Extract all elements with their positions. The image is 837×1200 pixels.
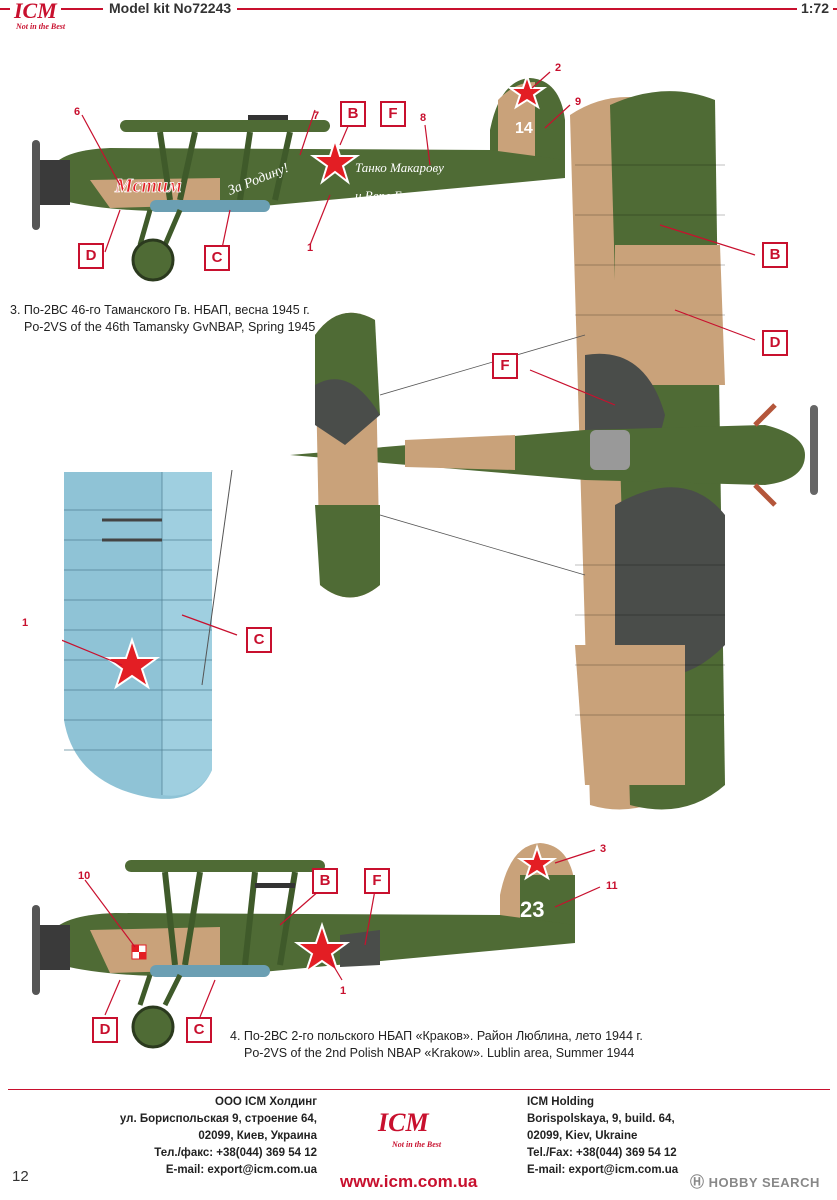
inscription-3: и Вере Белик!: [355, 188, 430, 203]
caption-3-ru: 3. По-2ВС 46-го Таманского Гв. НБАП, вес…: [10, 303, 310, 317]
watermark-text: HOBBY SEARCH: [708, 1175, 820, 1190]
tail-star: [506, 72, 548, 110]
plan-callout-f: F: [492, 353, 518, 379]
lower-wing: [150, 200, 270, 212]
watermark-icon: Ⓗ: [690, 1174, 705, 1190]
propeller-plan: [810, 405, 818, 495]
underside-callout-c: C: [246, 627, 272, 653]
upper-wing-4: [125, 860, 325, 872]
address-ru-line: 02099, Киев, Украина: [198, 1130, 317, 1142]
callout-2: 2: [555, 62, 562, 74]
fuselage-slogan: Мстим: [114, 175, 182, 197]
address-ru-line: E-mail: export@icm.com.ua: [165, 1164, 317, 1176]
callout-1-b: 1: [340, 985, 347, 997]
address-ru: ООО ICM Холдинг ул. Бориспольская 9, стр…: [120, 1094, 317, 1179]
footer-logo: ICM: [378, 1108, 429, 1137]
wheel-4: [131, 1005, 175, 1049]
caption-4-ru: 4. По-2ВС 2-го польского НБАП «Краков». …: [230, 1029, 643, 1043]
callout-f-4: F: [364, 868, 390, 894]
callout-10: 10: [78, 870, 91, 882]
plan-callout-d: D: [762, 330, 788, 356]
callout-c-4: C: [186, 1017, 212, 1043]
upper-wing: [120, 120, 330, 132]
page-number: 12: [12, 1168, 29, 1185]
propeller: [32, 140, 40, 230]
caption-3: 3. По-2ВС 46-го Таманского Гв. НБАП, вес…: [10, 302, 315, 336]
plan-callout-b: B: [762, 242, 788, 268]
star-insignia: [309, 136, 361, 185]
address-en: ICM Holding Borispolskaya, 9, build. 64,…: [527, 1094, 678, 1179]
caption-4-en: Po-2VS of the 2nd Polish NBAP «Krakow». …: [244, 1046, 635, 1060]
callout-d-4: D: [92, 1017, 118, 1043]
callout-9: 9: [575, 96, 582, 108]
callout-b-4: B: [312, 868, 338, 894]
side-profile-3: Мстим За Родину! Танко Макарову и Вере Б…: [32, 71, 571, 282]
inscription-2: Танко Макарову: [355, 160, 444, 175]
address-ru-line: ООО ICM Холдинг: [215, 1096, 317, 1108]
callout-c: C: [204, 245, 230, 271]
fuselage-plan: [290, 425, 805, 485]
tail-number-4: 23: [520, 897, 544, 922]
scale-label: 1:72: [796, 0, 833, 16]
tail-number: 14: [515, 120, 533, 137]
caption-4: 4. По-2ВС 2-го польского НБАП «Краков». …: [230, 1028, 643, 1062]
header-rule: [0, 8, 837, 10]
address-en-line: E-mail: export@icm.com.ua: [527, 1164, 679, 1176]
kit-number: Model kit No72243: [103, 0, 238, 16]
callout-1: 1: [307, 242, 314, 254]
callout-b: B: [340, 101, 366, 127]
address-en-line: ICM Holding: [527, 1096, 595, 1108]
address-ru-line: ул. Бориспольская 9, строение 64,: [119, 1113, 317, 1125]
address-en-line: Tel./Fax: +38(044) 369 54 12: [527, 1147, 677, 1159]
callout-d: D: [78, 243, 104, 269]
callout-3: 3: [600, 843, 607, 855]
tail-star-4: [516, 843, 558, 881]
star-insignia-4: [293, 921, 351, 975]
footer-rule: [8, 1089, 830, 1090]
logo-tagline: Not in the Best: [16, 22, 66, 31]
icm-logo: ICM: [10, 0, 61, 24]
propeller-4: [32, 905, 40, 995]
callout-6: 6: [74, 106, 81, 118]
underside-star: [103, 636, 161, 690]
footer-logo-tagline: Not in the Best: [392, 1140, 442, 1149]
side-profile-4: 23: [32, 843, 601, 1049]
address-en-line: 02099, Kiev, Ukraine: [527, 1130, 638, 1142]
watermark: Ⓗ HOBBY SEARCH: [690, 1172, 820, 1192]
address-ru-line: Тел./факс: +38(044) 369 54 12: [154, 1147, 317, 1159]
callout-7: 7: [313, 110, 320, 122]
wheel: [131, 238, 175, 282]
plan-view: [290, 91, 818, 810]
callout-11: 11: [606, 880, 618, 892]
underside-callout-1: 1: [22, 617, 29, 629]
cockpit: [590, 430, 630, 470]
callout-8: 8: [420, 112, 427, 124]
address-en-line: Borispolskaya, 9, build. 64,: [527, 1113, 675, 1125]
callout-f: F: [380, 101, 406, 127]
caption-3-en: Po-2VS of the 46th Tamansky GvNBAP, Spri…: [24, 320, 316, 334]
underside-wing: [62, 470, 238, 799]
website-link[interactable]: www.icm.com.ua: [340, 1172, 478, 1191]
